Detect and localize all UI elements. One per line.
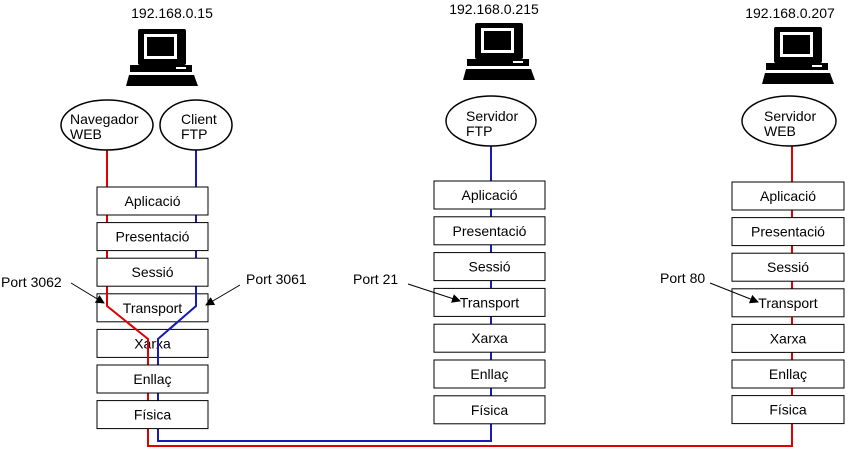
osi-layer-box <box>433 180 546 210</box>
host-ip-label: 192.168.0.215 <box>449 1 539 17</box>
osi-layer-label: Xarxa <box>770 330 807 346</box>
osi-layer-box <box>96 257 209 287</box>
osi-layer-box <box>96 364 209 394</box>
desktop-computer-icon <box>126 29 198 86</box>
desktop-computer-icon <box>762 27 834 84</box>
osi-layer-box <box>433 395 546 425</box>
app-bubble-navegador-web: Navegador WEB <box>60 99 154 151</box>
osi-layer-label: Sessió <box>131 264 173 280</box>
port-arrow <box>70 282 105 304</box>
osi-layer-box <box>96 400 209 430</box>
osi-layer-box <box>96 222 209 252</box>
osi-stack-ftp-server: AplicacióPresentacióSessióTransportXarxa… <box>433 180 546 425</box>
port-label: Port 80 <box>660 270 705 286</box>
app-bubble-label: FTP <box>466 123 492 139</box>
osi-stack-web-server: AplicacióPresentacióSessióTransportXarxa… <box>731 181 845 425</box>
osi-layer-box <box>731 323 845 353</box>
osi-layer-label: Física <box>471 402 509 418</box>
osi-layer-label: Sessió <box>468 259 510 275</box>
osi-layer-label: Aplicació <box>124 193 180 209</box>
app-bubble-label: Navegador <box>70 111 139 127</box>
osi-layer-label: Enllaç <box>470 366 508 382</box>
osi-layer-label: Enllaç <box>769 366 807 382</box>
osi-layer-label: Aplicació <box>461 187 517 203</box>
app-bubble-servidor-ftp: Servidor FTP <box>445 95 537 147</box>
port-callout-80: Port 80 <box>660 270 759 304</box>
osi-layer-box <box>433 252 546 282</box>
app-bubble-client-ftp: Client FTP <box>159 99 233 151</box>
osi-layer-label: Física <box>134 407 172 423</box>
host-ip-label: 192.168.0.207 <box>745 5 835 21</box>
osi-layer-box <box>433 323 546 353</box>
port-label: Port 3062 <box>1 274 62 290</box>
osi-stack-client: AplicacióPresentacióSessióTransportXarxa… <box>96 186 209 430</box>
desktop-computer-icon <box>463 23 535 80</box>
osi-layer-label: Enllaç <box>133 371 171 387</box>
app-bubble-label: Client <box>181 111 217 127</box>
osi-layer-box <box>731 181 845 211</box>
osi-layer-box <box>731 359 845 389</box>
host-web-server: 192.168.0.207 Servidor WEB AplicacióPres… <box>660 5 845 425</box>
app-bubble-label: WEB <box>764 123 796 139</box>
port-arrow <box>709 282 759 304</box>
osi-layer-label: Sessió <box>767 259 809 275</box>
osi-layer-label: Física <box>769 402 807 418</box>
port-label: Port 21 <box>353 271 398 287</box>
osi-layer-label: Xarxa <box>471 330 508 346</box>
port-callout-3062: Port 3062 <box>1 274 105 304</box>
osi-layer-box <box>96 186 209 216</box>
app-bubble-label: Servidor <box>764 108 816 124</box>
osi-layer-box <box>433 359 546 389</box>
app-bubble-label: Servidor <box>466 108 518 124</box>
app-bubble-servidor-web: Servidor WEB <box>741 95 837 147</box>
osi-layer-box <box>96 328 209 358</box>
host-ftp-server: 192.168.0.215 Servidor FTP AplicacióPres… <box>353 1 546 425</box>
osi-layer-label: Presentació <box>116 229 190 245</box>
osi-layer-label: Transport <box>758 295 818 311</box>
osi-layer-box <box>731 217 845 247</box>
osi-layer-box <box>731 252 845 282</box>
port-arrow <box>407 283 461 303</box>
osi-layer-box <box>433 216 546 246</box>
host-client: 192.168.0.15 Navegador WEB Client FTP Ap… <box>1 5 307 430</box>
osi-layer-label: Aplicació <box>760 188 816 204</box>
osi-layer-box <box>731 395 845 425</box>
osi-layer-label: Presentació <box>453 223 527 239</box>
host-ip-label: 192.168.0.15 <box>131 5 213 21</box>
ftp-connection-overlay <box>157 290 197 360</box>
port-callout-3061: Port 3061 <box>205 271 307 306</box>
port-arrow <box>205 284 241 306</box>
web-connection-overlay <box>106 290 149 360</box>
osi-layer-label: Presentació <box>751 224 825 240</box>
osi-layer-label: Xarxa <box>134 335 171 351</box>
port-callout-21: Port 21 <box>353 271 461 303</box>
osi-layer-label: Transport <box>123 300 183 316</box>
port-label: Port 3061 <box>246 271 307 287</box>
app-bubble-label: FTP <box>181 126 207 142</box>
osi-layer-label: Transport <box>460 294 520 310</box>
app-bubble-label: WEB <box>70 126 102 142</box>
osi-layer-box <box>96 293 209 323</box>
